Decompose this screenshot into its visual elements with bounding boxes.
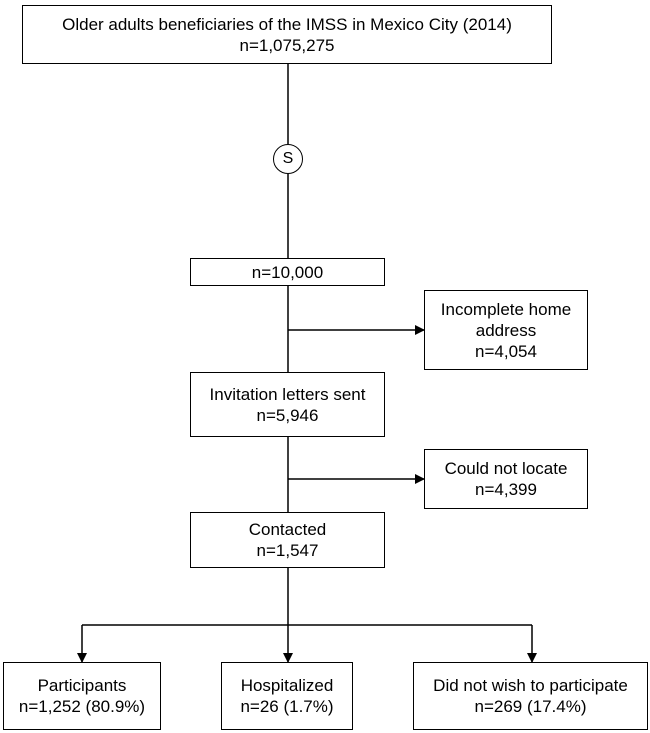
could-not-locate-count: n=4,399: [475, 480, 537, 499]
letters-sent-count: n=5,946: [256, 405, 319, 425]
declined-count: n=269 (17.4%): [474, 697, 587, 716]
contacted-label: Contacted: [248, 520, 327, 539]
sample-box: n=10,000: [190, 258, 385, 286]
letters-sent-box: Invitation letters sent n=5,946: [190, 372, 385, 437]
could-not-locate-label: Could not locate: [444, 459, 568, 478]
hospitalized-label: Hospitalized: [240, 676, 334, 695]
incomplete-address-line1: Incomplete home: [440, 299, 572, 319]
population-count: n=1,075,275: [239, 35, 335, 55]
sampling-node: S: [273, 144, 303, 174]
incomplete-address-count: n=4,054: [475, 341, 537, 361]
participants-count: n=1,252 (80.9%): [18, 697, 146, 716]
contacted-box: Contacted n=1,547: [190, 512, 385, 568]
declined-box: Did not wish to participate n=269 (17.4%…: [413, 662, 648, 730]
could-not-locate-box: Could not locate n=4,399: [424, 449, 588, 509]
declined-label: Did not wish to participate: [433, 676, 628, 695]
incomplete-address-line2: address: [475, 320, 537, 340]
population-title: Older adults beneficiaries of the IMSS i…: [62, 14, 512, 34]
letters-sent-label: Invitation letters sent: [209, 384, 366, 404]
population-box: Older adults beneficiaries of the IMSS i…: [22, 5, 552, 64]
participants-label: Participants: [37, 676, 127, 695]
contacted-count: n=1,547: [256, 541, 319, 560]
participants-box: Participants n=1,252 (80.9%): [3, 662, 161, 730]
sampling-label: S: [282, 150, 294, 167]
hospitalized-count: n=26 (1.7%): [240, 697, 334, 716]
incomplete-address-box: Incomplete home address n=4,054: [424, 290, 588, 370]
sample-count: n=10,000: [251, 262, 324, 282]
hospitalized-box: Hospitalized n=26 (1.7%): [221, 662, 353, 730]
